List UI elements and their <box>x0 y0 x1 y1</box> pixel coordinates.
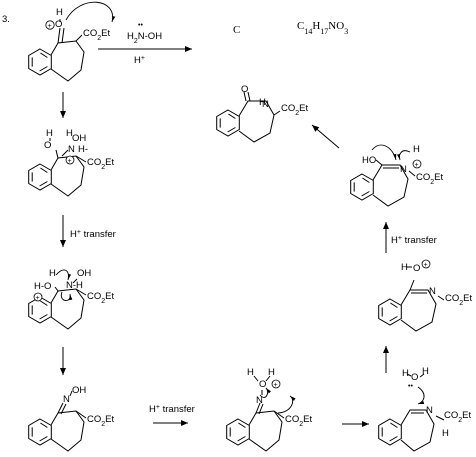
svg-text:CO2Et: CO2Et <box>87 414 114 428</box>
svg-text:CO2Et: CO2Et <box>445 293 472 307</box>
svg-text:N: N <box>256 395 263 406</box>
svg-text:N-H: N-H <box>66 280 83 291</box>
svg-text:H: H <box>413 144 420 155</box>
svg-text:N: N <box>400 164 407 175</box>
curved-arrow-icon <box>55 269 72 281</box>
structure-oxime: N OH CO2Et <box>28 385 114 452</box>
svg-text:+: + <box>68 158 72 165</box>
svg-text:O: O <box>44 140 51 151</box>
svg-text:H: H <box>247 367 254 378</box>
curved-arrow-icon <box>60 291 73 301</box>
ester-group: CO2Et <box>83 28 110 42</box>
curved-arrow-icon <box>65 1 116 23</box>
svg-text:CO2Et: CO2Et <box>87 157 114 171</box>
svg-text:OH: OH <box>72 385 86 396</box>
svg-text:OH: OH <box>77 268 91 279</box>
positive-charge-icon <box>412 159 422 169</box>
svg-text:CO2Et: CO2Et <box>281 103 308 117</box>
reagent-hydroxylamine: •• H2N-OH <box>127 22 162 45</box>
svg-text:N: N <box>63 394 70 405</box>
structure-lactam-product: O H N CO2Et <box>216 84 308 143</box>
structure-protonated-imidate: N H O + CO2Et <box>378 259 472 332</box>
svg-text:O: O <box>259 379 266 390</box>
svg-text:HO: HO <box>362 155 376 166</box>
svg-text:••: •• <box>138 22 143 29</box>
svg-text:O: O <box>241 84 248 95</box>
curved-arrow-icon <box>371 144 397 161</box>
step-arrow-8 <box>311 124 340 149</box>
svg-text:H: H <box>56 7 63 18</box>
svg-text:CO2Et: CO2Et <box>87 291 114 305</box>
svg-text:••: •• <box>408 383 413 390</box>
step-label-proton-transfer: H+ transfer <box>391 235 437 247</box>
product-label: C <box>233 24 240 36</box>
svg-text:+: + <box>415 162 419 169</box>
step-label-proton-transfer: H+ transfer <box>70 229 116 241</box>
acid-catalyst: H+ <box>134 55 145 67</box>
svg-text:O: O <box>413 263 420 274</box>
curved-arrow-icon <box>277 395 296 414</box>
svg-text:H: H <box>268 367 275 378</box>
svg-text:+: + <box>48 23 52 30</box>
svg-text:N: N <box>429 286 436 297</box>
molecular-formula: C14H17NO3 <box>297 20 348 36</box>
structure-starting-ketone: 3. + O H CO2Et <box>2 1 116 82</box>
structure-tetrahedral-intermediate: O H N + H OH H- CO2Et <box>28 128 114 197</box>
svg-text:CO2Et: CO2Et <box>285 414 312 428</box>
curved-arrow-icon <box>417 386 425 405</box>
svg-text:H: H <box>66 128 73 139</box>
svg-text:O: O <box>411 372 418 383</box>
structure-nitrilium-ion: N CO2Et H H O H •• <box>378 366 471 452</box>
problem-number: 3. <box>2 14 10 25</box>
svg-text:H-: H- <box>78 144 88 155</box>
svg-text:H: H <box>402 368 409 379</box>
structure-imidic-acid: N + HO H CO2Et <box>350 144 443 207</box>
curved-arrow-icon <box>396 150 411 161</box>
curved-arrow-icon <box>259 387 272 398</box>
step-label-proton-transfer: H+ transfer <box>149 404 195 416</box>
positive-charge-icon <box>271 379 281 389</box>
svg-text:CO2Et: CO2Et <box>416 172 443 186</box>
structure-protonated-intermediate: H H-O + N-H OH CO2Et <box>28 268 114 330</box>
svg-text:H2N-OH: H2N-OH <box>127 31 162 45</box>
structure-protonated-oxime: N O H H + CO2Et <box>226 367 312 452</box>
svg-text:OH: OH <box>72 133 86 144</box>
svg-text:H-O: H-O <box>34 281 51 292</box>
svg-text:O: O <box>55 19 62 30</box>
svg-text:+: + <box>274 382 278 389</box>
positive-charge-icon <box>33 292 43 302</box>
svg-text:+: + <box>36 295 40 302</box>
svg-text:H: H <box>422 366 429 377</box>
svg-text:H: H <box>46 128 53 139</box>
positive-charge-icon <box>421 259 431 269</box>
svg-text:H: H <box>401 262 408 273</box>
svg-text:N: N <box>426 405 433 416</box>
svg-text:H: H <box>49 268 56 279</box>
svg-text:H: H <box>442 428 449 439</box>
svg-text:CO2Et: CO2Et <box>444 410 471 424</box>
svg-text:N: N <box>68 144 75 155</box>
positive-charge-icon <box>65 155 75 165</box>
positive-charge-icon <box>45 20 55 30</box>
svg-text:+: + <box>424 262 428 269</box>
svg-text:H: H <box>259 97 266 108</box>
svg-text:N: N <box>262 99 269 110</box>
